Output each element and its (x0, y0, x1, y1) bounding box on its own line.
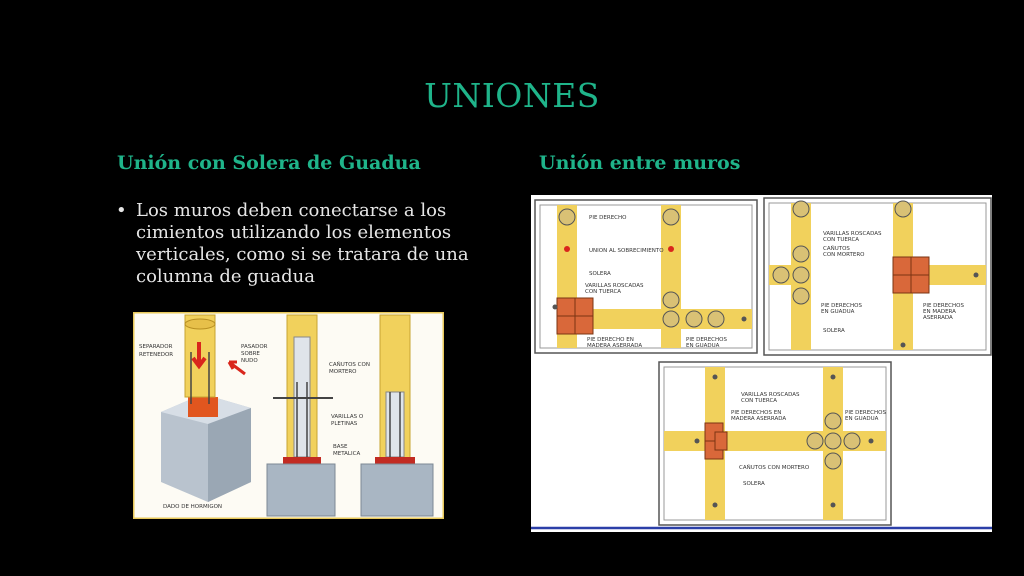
p2-solera: SOLERA (823, 328, 845, 334)
label-mortero: MORTERO (329, 369, 357, 375)
p2-madera3: ASERRADA (923, 315, 953, 321)
p1-varillas2: CON TUERCA (585, 289, 621, 295)
p2-madera1: PIE DERECHOS (923, 303, 964, 309)
p2-madera2: EN MADERA (923, 309, 956, 315)
p3-madera2: MADERA ASERRADA (731, 416, 786, 422)
right-subtitle: Unión entre muros (539, 152, 741, 174)
p2-canutos1: CAÑUTOS (823, 245, 850, 252)
p2-guadua1: PIE DERECHOS (821, 303, 862, 309)
p1-madera1: PIE DERECHO EN (587, 337, 634, 343)
label-base: BASE (333, 444, 348, 450)
p3-guadua2: EN GUADUA (845, 416, 879, 422)
label-nudo: NUDO (241, 358, 258, 364)
label-separador: SEPARADOR (139, 344, 173, 350)
p1-guadua2: EN GUADUA (686, 343, 720, 349)
label-canutos: CAÑUTOS CON (329, 361, 370, 368)
label-pletinas: PLETINAS (331, 421, 358, 427)
p3-guadua1: PIE DERECHOS (845, 410, 886, 416)
left-subtitle: Unión con Solera de Guadua (117, 152, 421, 174)
panel-t-joint: VARILLAS ROSCADAS CON TUERCA CAÑUTOS CON… (763, 197, 992, 356)
foundation-connection-figure: SEPARADOR RETENEDOR PASADOR SOBRE NUDO C… (133, 312, 444, 519)
label-varillas: VARILLAS O (331, 414, 364, 420)
p1-solera: SOLERA (589, 271, 611, 277)
label-retenedor: RETENEDOR (139, 352, 173, 358)
p1-madera2: MADERA ASERRADA (587, 343, 642, 349)
bullet-item: • Los muros deben conectarse a los cimie… (116, 200, 486, 288)
panel-cross-joint: VARILLAS ROSCADAS CON TUERCA PIE DERECHO… (658, 361, 892, 526)
label-dado: DADO DE HORMIGON (163, 504, 222, 510)
p1-union: UNION AL SOBRECIMIENTO (589, 248, 664, 254)
panel-corner-joint: PIE DERECHO UNION AL SOBRECIMIENTO SOLER… (534, 199, 758, 354)
foundation-connection-diagram: SEPARADOR RETENEDOR PASADOR SOBRE NUDO C… (133, 312, 444, 519)
p2-canutos2: CON MORTERO (823, 252, 865, 258)
bullet-text: Los muros deben conectarse a los cimient… (136, 200, 469, 287)
p3-varillas1: VARILLAS ROSCADAS (741, 392, 800, 398)
label-metalica: METALICA (333, 451, 360, 457)
slide-title: UNIONES (424, 76, 600, 115)
p3-varillas2: CON TUERCA (741, 398, 777, 404)
p2-varillas2: CON TUERCA (823, 237, 859, 243)
bullet-dot-icon: • (116, 200, 127, 221)
wall-joints-figure: PIE DERECHO UNION AL SOBRECIMIENTO SOLER… (531, 195, 992, 532)
label-sobre: SOBRE (241, 351, 260, 357)
p1-varillas1: VARILLAS ROSCADAS (585, 283, 644, 289)
wall-joints-diagram: PIE DERECHO UNION AL SOBRECIMIENTO SOLER… (531, 195, 992, 532)
p3-canutos: CAÑUTOS CON MORTERO (739, 464, 810, 471)
p2-varillas1: VARILLAS ROSCADAS (823, 231, 882, 237)
p2-guadua2: EN GUADUA (821, 309, 855, 315)
p1-guadua1: PIE DERECHOS (686, 337, 727, 343)
p3-solera: SOLERA (743, 481, 765, 487)
p3-madera1: PIE DERECHOS EN (731, 410, 781, 416)
p1-pie-derecho: PIE DERECHO (589, 215, 627, 221)
label-pasador: PASADOR (241, 344, 268, 350)
